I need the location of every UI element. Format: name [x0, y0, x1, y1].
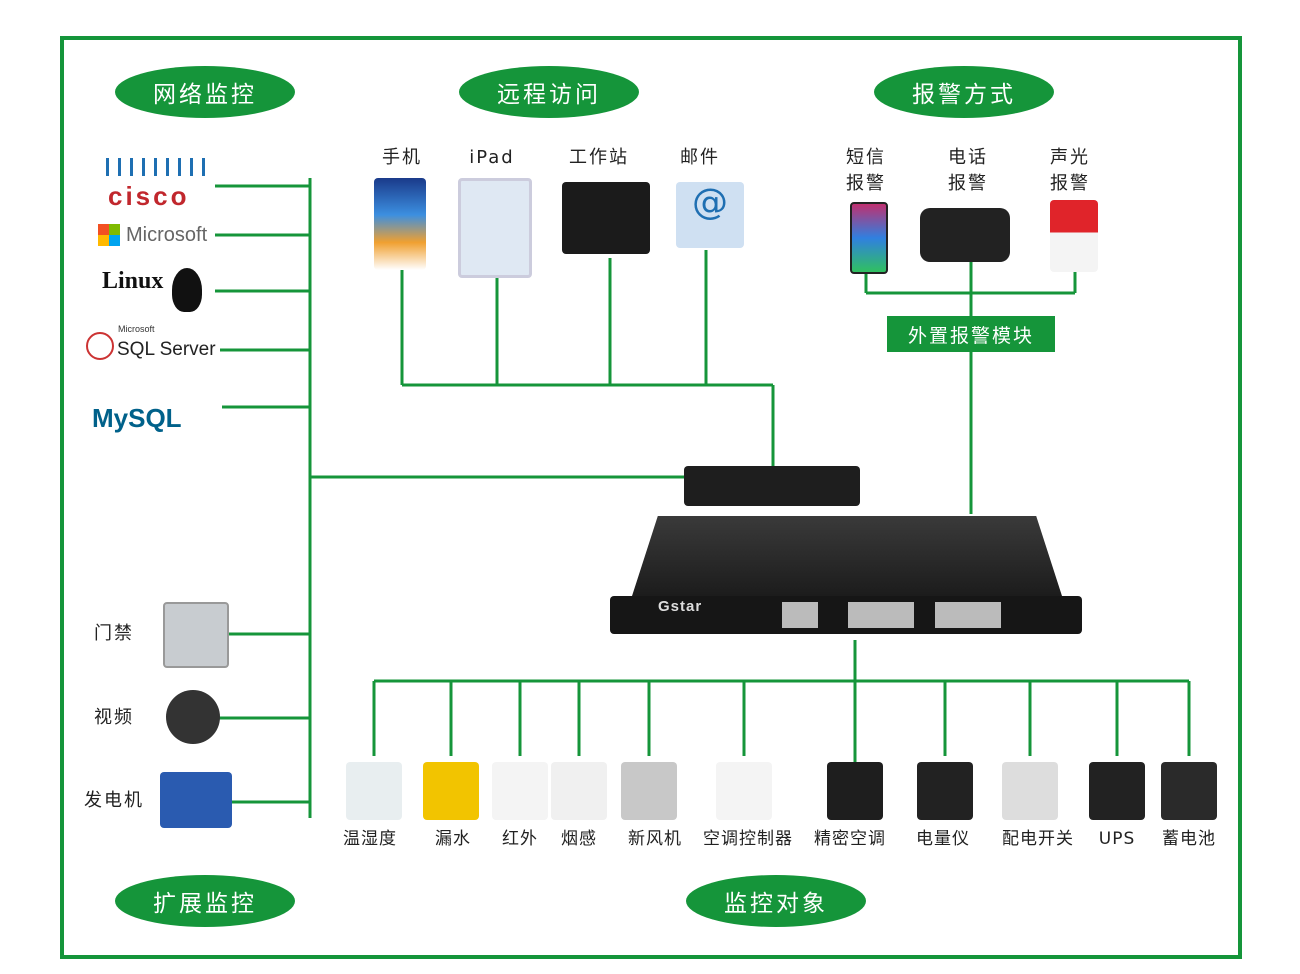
label-generator: 发电机 — [84, 790, 144, 811]
telephone-image — [920, 208, 1010, 262]
microsoft-icon — [98, 224, 120, 246]
mysql-logo: MySQL — [92, 403, 182, 433]
label-ipad: iPad — [469, 147, 515, 168]
section-alarm: 报警方式 — [874, 66, 1054, 118]
email-icon: @ — [676, 182, 744, 248]
smartphone-image — [850, 202, 888, 274]
workstation-image — [562, 182, 650, 254]
sqlserver-logo: SQL Server — [117, 339, 216, 360]
host-brand: Gstar — [658, 598, 703, 615]
dome-camera-image — [166, 690, 220, 744]
monitored-device-image — [621, 762, 677, 820]
label-workstation: 工作站 — [569, 147, 629, 168]
siren-image — [1050, 200, 1098, 272]
ipad-image — [458, 178, 532, 278]
phone-image — [374, 178, 426, 270]
monitored-device-image — [716, 762, 772, 820]
monitored-device-image — [917, 762, 973, 820]
monitored-label: UPS — [1098, 829, 1136, 849]
external-alarm-module: 外置报警模块 — [887, 316, 1055, 352]
monitored-label: 蓄电池 — [1162, 829, 1216, 849]
sql-microsoft-text: Microsoft — [118, 324, 155, 334]
monitored-device-image — [492, 762, 548, 820]
monitored-label: 新风机 — [628, 829, 682, 849]
label-access-control: 门禁 — [94, 623, 134, 644]
monitored-label: 红外 — [502, 829, 538, 849]
monitored-device-image — [827, 762, 883, 820]
host-top — [632, 516, 1062, 596]
section-monitored: 监控对象 — [686, 875, 866, 927]
section-extended: 扩展监控 — [115, 875, 295, 927]
linux-logo: Linux — [102, 268, 164, 294]
monitored-label: 电量仪 — [916, 829, 970, 849]
monitored-device-image — [551, 762, 607, 820]
sqlserver-icon — [86, 332, 114, 360]
microsoft-logo: Microsoft — [126, 224, 208, 246]
monitored-device-image — [1089, 762, 1145, 820]
monitored-label: 空调控制器 — [703, 829, 793, 849]
frame — [60, 36, 1242, 959]
monitored-device-image — [423, 762, 479, 820]
label-video: 视频 — [94, 707, 134, 728]
monitored-label: 精密空调 — [814, 829, 886, 849]
monitored-device-image — [1161, 762, 1217, 820]
generator-image — [160, 772, 232, 828]
monitored-label: 烟感 — [561, 829, 597, 849]
label-light-alarm: 声光报警 — [1050, 147, 1090, 194]
tux-icon — [172, 268, 202, 312]
host-device: Gstar — [610, 596, 1082, 634]
section-network: 网络监控 — [115, 66, 295, 118]
label-phone: 手机 — [382, 147, 422, 168]
monitored-label: 配电开关 — [1002, 829, 1074, 849]
port-group — [848, 602, 914, 628]
monitored-label: 温湿度 — [343, 829, 397, 849]
access-keypad-image — [163, 602, 229, 668]
label-email: 邮件 — [680, 147, 720, 168]
port-group — [935, 602, 1001, 628]
monitored-label: 漏水 — [435, 829, 471, 849]
label-sms-alarm: 短信报警 — [846, 147, 886, 194]
cisco-logo: cisco — [108, 181, 190, 211]
monitored-device-image — [346, 762, 402, 820]
port-group — [782, 602, 818, 628]
label-phone-alarm: 电话报警 — [948, 147, 988, 194]
cisco-bars-icon — [106, 158, 206, 176]
monitored-device-image — [1002, 762, 1058, 820]
network-switch-image — [684, 466, 860, 506]
section-remote: 远程访问 — [459, 66, 639, 118]
